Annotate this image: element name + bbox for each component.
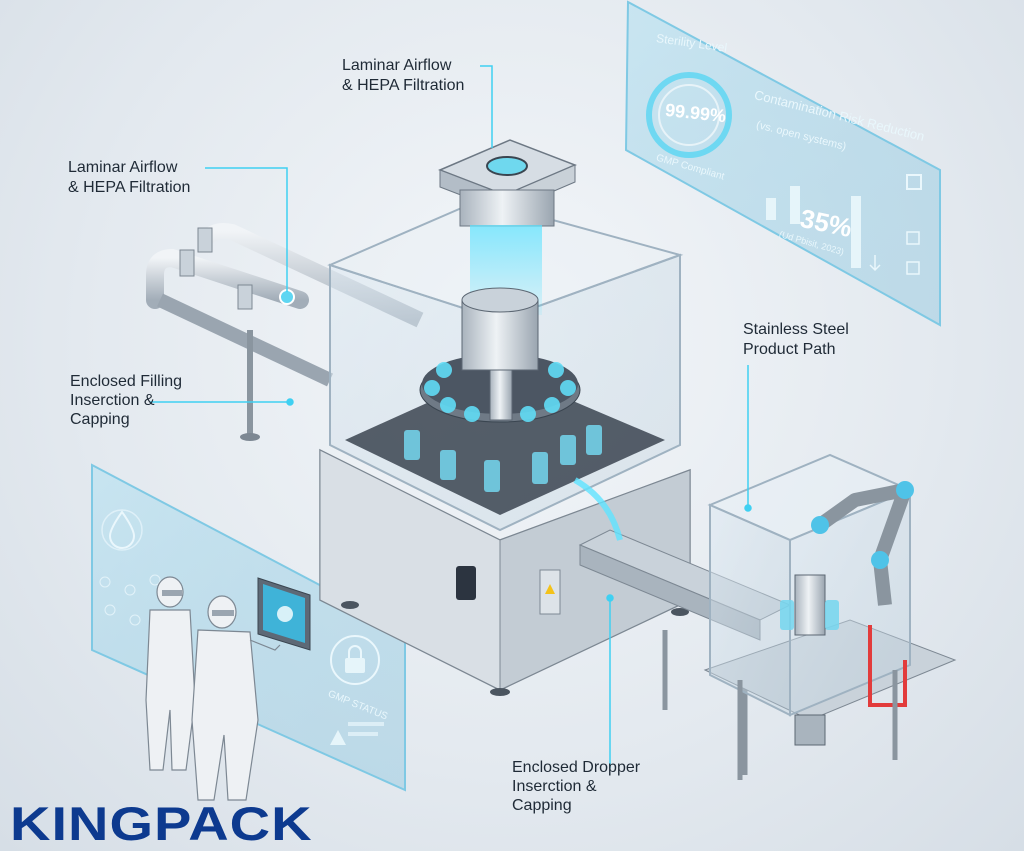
red-hose (868, 625, 907, 707)
filling-turret (419, 287, 581, 423)
hmi-touchscreen (257, 577, 311, 651)
callout-hepa-left: Laminar Airflow & HEPA Filtration (68, 159, 191, 196)
supply-pipes (146, 223, 424, 441)
main-machine-base (319, 448, 691, 696)
lock-icon (330, 635, 380, 685)
access-panel (456, 566, 476, 600)
operator-figures (145, 576, 281, 801)
droplet-icon (108, 510, 136, 549)
callout-lines (150, 65, 752, 768)
panel-box-icon (906, 174, 922, 190)
panel-tile-icon (906, 261, 920, 275)
sterility-gauge (646, 72, 732, 158)
vials (404, 362, 602, 492)
warning-icon (545, 584, 555, 594)
risk-bar-chart (766, 186, 861, 268)
callout-stainless-path: Stainless Steel Product Path (743, 321, 849, 358)
callout-hepa-top: Laminar Airflow & HEPA Filtration (342, 57, 465, 94)
warning-icon (330, 730, 346, 745)
callout-enclosed-filling: Enclosed Filling Inserction & Capping (70, 373, 183, 428)
control-hologram-panel (91, 463, 406, 792)
brand-logo: KINGPACK (10, 796, 313, 851)
callout-enclosed-dropper: Enclosed Dropper Inserction & Capping (512, 759, 641, 814)
arrow-down-icon (869, 255, 881, 272)
gear-icon (277, 606, 293, 622)
dashboard-panel (624, 0, 941, 327)
capping-station (703, 453, 957, 780)
panel-tile-icon (906, 231, 920, 245)
